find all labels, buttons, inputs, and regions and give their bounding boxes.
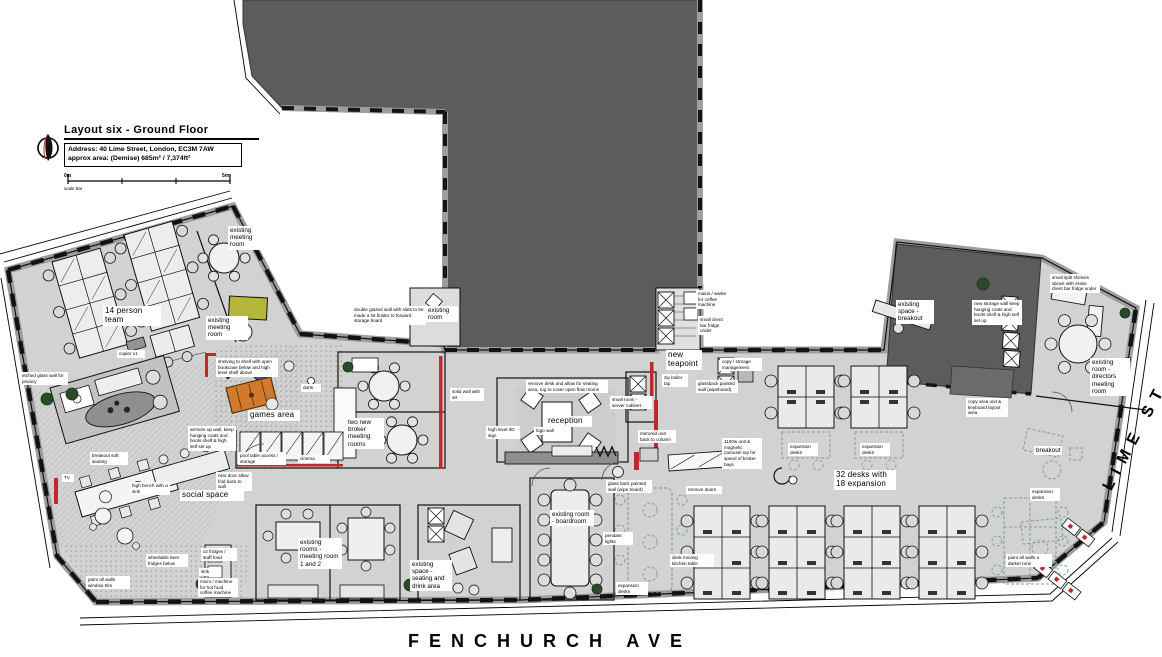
games-area [225,360,357,461]
copier [125,336,147,353]
social-space [74,442,232,598]
seating-drink-area [427,507,513,596]
kitchen-area [49,354,181,445]
title-block: Layout six - Ground Floor Address: 40 Li… [34,124,259,196]
scale-caption: scale bar [64,186,83,191]
address-box: Address: 40 Lime Street, London, EC3M 7A… [64,143,242,167]
teapoint [657,291,754,393]
boardroom [537,478,603,600]
scale-zero-label: 0m [64,173,72,179]
street-edge-lines [0,0,1155,626]
games-storage-lockers [239,431,344,461]
door-swings [239,391,1073,487]
wing-desk-area [39,217,251,368]
existing-room-small [409,287,461,347]
title-rule [64,138,259,140]
area-line: approx area: (Demise) 685m² / 7,374ft² [68,154,191,162]
plan-title: Layout six - Ground Floor [64,124,209,136]
address-line: Address: 40 Lime Street, London, EC3M 7A… [68,146,214,153]
street-label-fenchurch-ave: FENCHURCH AVE [407,631,692,651]
scale-bar: 0m 5m scale bar [64,171,259,196]
scale-max-label: 5m [222,173,230,179]
north-compass-icon [37,133,59,161]
